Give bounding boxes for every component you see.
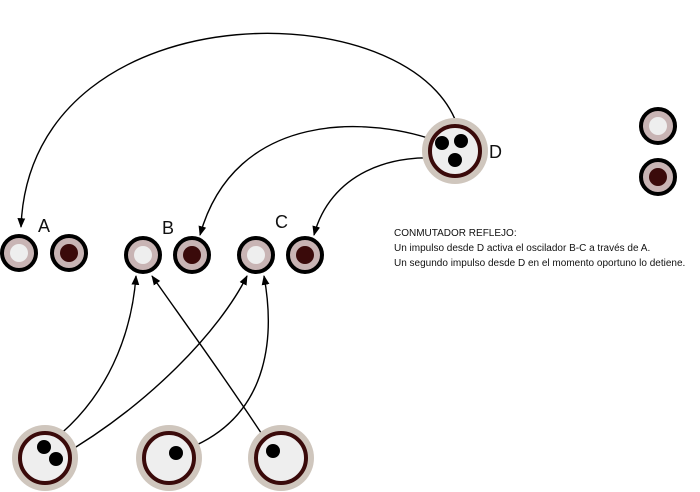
node-d [422, 118, 488, 184]
label-c: C [275, 212, 288, 232]
label-b: B [162, 218, 175, 238]
connection-n1-to-c [55, 275, 248, 460]
sensor-node-2 [136, 425, 202, 491]
label-d: D [489, 142, 502, 162]
node-c-input [237, 236, 275, 274]
description-line-1: Un impulso desde D activa el oscilador B… [394, 243, 651, 254]
connection-n3-to-b [151, 275, 274, 452]
description: CONMUTADOR REFLEJO: Un impulso desde D a… [394, 226, 685, 271]
label-a: A [38, 216, 51, 236]
sensor-node-1 [12, 425, 78, 491]
node-a-output [50, 234, 88, 272]
node-c-output [286, 236, 324, 274]
connection-n1-to-b [43, 275, 140, 448]
node-b-input [124, 236, 162, 274]
node-b-output [173, 236, 211, 274]
description-line-2: Un segundo impulso desde D en el momento… [394, 258, 686, 269]
description-title: CONMUTADOR REFLEJO: [394, 228, 517, 239]
sensor-node-3 [248, 425, 314, 491]
legend-output-node [639, 158, 677, 196]
node-a-input [0, 234, 38, 272]
legend-input-node [639, 107, 677, 145]
connection-d-to-b [198, 126, 443, 236]
connection-d-to-a [17, 32, 462, 228]
connection-n2-to-c [175, 275, 270, 454]
